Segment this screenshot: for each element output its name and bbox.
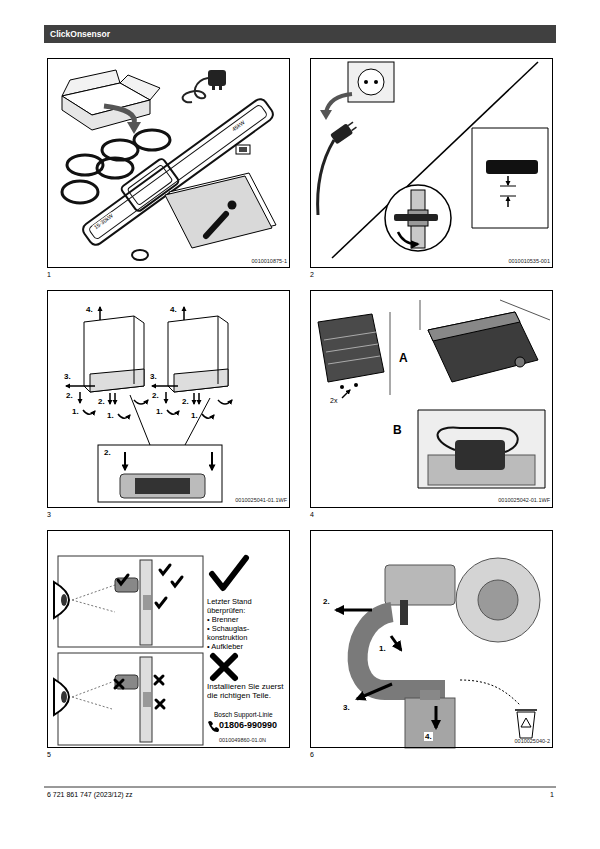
- figure-panel: 0010025040-2: [310, 530, 553, 748]
- step-number: 2.: [104, 448, 111, 457]
- figure-panel: 0010010535-001: [310, 58, 553, 268]
- figure-number: 3: [47, 511, 51, 519]
- document-number: 6 721 861 747 (2023/12) zz: [47, 791, 133, 799]
- figure-panel: 0010010875-1: [47, 58, 290, 268]
- instruction-text: • Brenner: [207, 616, 238, 625]
- figure-panel: 0010025041-01.1WF: [47, 290, 290, 508]
- figure-id: 0010010535-001: [508, 258, 550, 264]
- disconnect-power-gas-art: [318, 62, 548, 258]
- control-unit-art: [318, 300, 550, 488]
- step-number: 4.: [170, 305, 177, 314]
- step-number: 3.: [150, 372, 157, 381]
- view-letter: A: [399, 352, 408, 366]
- step-number: 1.: [191, 411, 198, 420]
- figure-number: 4: [310, 511, 314, 519]
- step-number: 1.: [72, 407, 79, 416]
- step-number: 2.: [66, 391, 73, 400]
- step-number: 1.: [107, 411, 114, 420]
- step-number: 3.: [64, 372, 71, 381]
- screw-count: 2x: [330, 397, 337, 405]
- phone-number: 01806-990990: [219, 720, 277, 730]
- figure-id: 0010025040-2: [515, 738, 550, 744]
- gasket-rating: 15-30kW: [92, 212, 115, 231]
- figure-id: 0010049860-01.0N: [219, 737, 266, 743]
- step-number: 2.: [182, 397, 189, 406]
- header-band: [44, 25, 556, 43]
- step-number: 2.: [322, 597, 331, 606]
- figure-number: 1: [47, 271, 51, 279]
- front-cover-removal-art: [66, 307, 232, 502]
- figure-id: 0010025042-01.1WF: [498, 497, 550, 503]
- figure-id: 0010010875-1: [252, 258, 287, 264]
- instruction-text: Installieren Sie zuerst die richtigen Te…: [207, 682, 287, 700]
- step-number: 1.: [156, 407, 163, 416]
- step-number: 4.: [86, 305, 93, 314]
- gasket-rating: 45kW: [230, 119, 247, 134]
- step-number: 4.: [424, 732, 433, 741]
- view-letter: B: [393, 424, 402, 438]
- package-contents-art: [62, 70, 276, 260]
- figure-id: 0010025041-01.1WF: [235, 497, 287, 503]
- support-line: Bosch Support-Linie: [214, 711, 273, 718]
- header-title: ClickOnsensor: [50, 30, 110, 39]
- sensor-pipe-art: [336, 558, 540, 748]
- step-number: 2.: [152, 391, 159, 400]
- figure-number: 5: [47, 751, 51, 759]
- instruction-text: • Schauglas-konstruktion: [207, 625, 277, 642]
- figure-panel: 0010025042-01.1WF: [310, 290, 553, 508]
- figure-number: 2: [310, 271, 314, 279]
- page-number: 1: [550, 791, 554, 799]
- step-number: 1.: [378, 644, 387, 653]
- figure-number: 6: [310, 751, 314, 759]
- instruction-text: Letzter Stand überprüfen:: [207, 598, 269, 615]
- instruction-text: • Aufkleber: [207, 643, 243, 652]
- footer-rule: [44, 787, 556, 788]
- step-number: 3.: [342, 703, 351, 712]
- step-number: 2.: [98, 397, 105, 406]
